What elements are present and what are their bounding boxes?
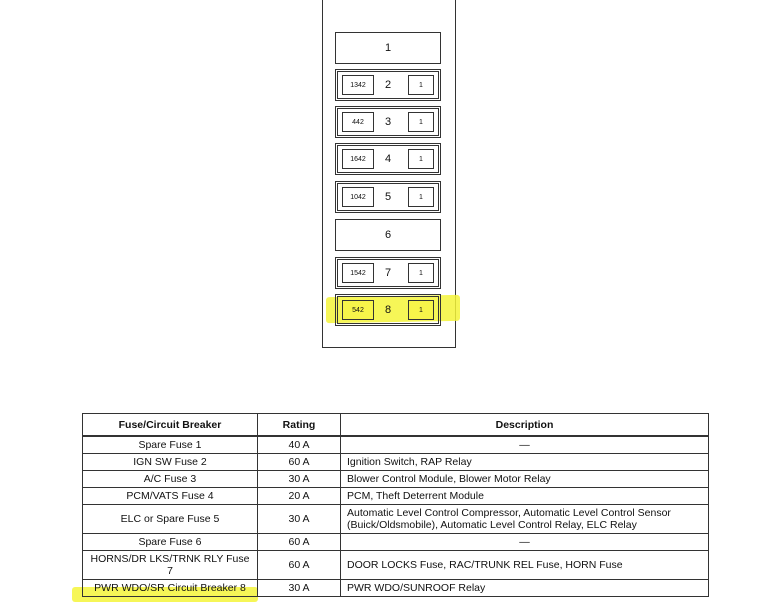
fuse-slot-number: 5 (384, 191, 392, 203)
fuse-slot-8: 542 8 1 (335, 294, 441, 326)
cell-rating: 40 A (257, 435, 341, 454)
fuse-slot-number: 1 (384, 42, 392, 54)
cell-rating: 30 A (257, 503, 341, 534)
cell-rating: 60 A (257, 532, 341, 551)
cell-fuse: Spare Fuse 1 (82, 435, 258, 454)
cell-rating: 20 A (257, 486, 341, 505)
fuse-slot-number: 8 (384, 304, 392, 316)
table-row: A/C Fuse 3 30 A Blower Control Module, B… (82, 469, 709, 488)
fuse-table: Fuse/Circuit Breaker Rating Description … (82, 413, 709, 597)
fuse-slot-3: 442 3 1 (335, 106, 441, 138)
fuse-slot-right-code: 1 (408, 263, 434, 283)
fuse-slot-left-code: 1042 (342, 187, 374, 207)
header-description: Description (340, 413, 709, 437)
fuse-slot-number: 3 (384, 116, 392, 128)
table-row-highlighted: PWR WDO/SR Circuit Breaker 8 30 A PWR WD… (82, 578, 709, 597)
cell-fuse: PWR WDO/SR Circuit Breaker 8 (82, 578, 258, 597)
cell-description: PCM, Theft Deterrent Module (340, 486, 709, 505)
fuse-slot-number: 7 (384, 267, 392, 279)
fuse-slot-left-code: 442 (342, 112, 374, 132)
fuse-slot-right-code: 1 (408, 187, 434, 207)
fuse-slot-left-code: 1642 (342, 149, 374, 169)
cell-description: DOOR LOCKS Fuse, RAC/TRUNK REL Fuse, HOR… (340, 549, 709, 580)
table-header-row: Fuse/Circuit Breaker Rating Description (82, 413, 709, 437)
fuse-slot-5: 1042 5 1 (335, 181, 441, 213)
fuse-slot-number: 6 (384, 229, 392, 241)
cell-fuse: A/C Fuse 3 (82, 469, 258, 488)
cell-description: PWR WDO/SUNROOF Relay (340, 578, 709, 597)
table-row: IGN SW Fuse 2 60 A Ignition Switch, RAP … (82, 452, 709, 471)
cell-description: — (340, 532, 709, 551)
table-row: Spare Fuse 6 60 A — (82, 532, 709, 551)
fuse-slot-left-code: 542 (342, 300, 374, 320)
fuse-slot-right-code: 1 (408, 112, 434, 132)
header-fuse: Fuse/Circuit Breaker (82, 413, 258, 437)
cell-description: Ignition Switch, RAP Relay (340, 452, 709, 471)
fuse-slot-2: 1342 2 1 (335, 69, 441, 101)
cell-fuse: IGN SW Fuse 2 (82, 452, 258, 471)
fuse-slot-4: 1642 4 1 (335, 143, 441, 175)
fuse-block-outline (322, 0, 456, 348)
fuse-slot-1: 1 (335, 32, 441, 64)
fuse-slot-6: 6 (335, 219, 441, 251)
fuse-slot-7: 1542 7 1 (335, 257, 441, 289)
table-row: PCM/VATS Fuse 4 20 A PCM, Theft Deterren… (82, 486, 709, 505)
fuse-slot-right-code: 1 (408, 75, 434, 95)
fuse-slot-left-code: 1342 (342, 75, 374, 95)
cell-rating: 30 A (257, 578, 341, 597)
fuse-slot-left-code: 1542 (342, 263, 374, 283)
cell-fuse: ELC or Spare Fuse 5 (82, 503, 258, 534)
table-row: HORNS/DR LKS/TRNK RLY Fuse 7 60 A DOOR L… (82, 549, 709, 580)
header-rating: Rating (257, 413, 341, 437)
cell-rating: 60 A (257, 452, 341, 471)
fuse-slot-number: 4 (384, 153, 392, 165)
table-row: ELC or Spare Fuse 5 30 A Automatic Level… (82, 503, 709, 534)
cell-fuse: PCM/VATS Fuse 4 (82, 486, 258, 505)
fuse-slot-right-code: 1 (408, 300, 434, 320)
fuse-slot-right-code: 1 (408, 149, 434, 169)
fuse-slot-number: 2 (384, 79, 392, 91)
cell-fuse: Spare Fuse 6 (82, 532, 258, 551)
cell-fuse: HORNS/DR LKS/TRNK RLY Fuse 7 (82, 549, 258, 580)
cell-description: Automatic Level Control Compressor, Auto… (340, 503, 709, 534)
cell-description: Blower Control Module, Blower Motor Rela… (340, 469, 709, 488)
table-row: Spare Fuse 1 40 A — (82, 435, 709, 454)
cell-rating: 30 A (257, 469, 341, 488)
cell-rating: 60 A (257, 549, 341, 580)
cell-description: — (340, 435, 709, 454)
